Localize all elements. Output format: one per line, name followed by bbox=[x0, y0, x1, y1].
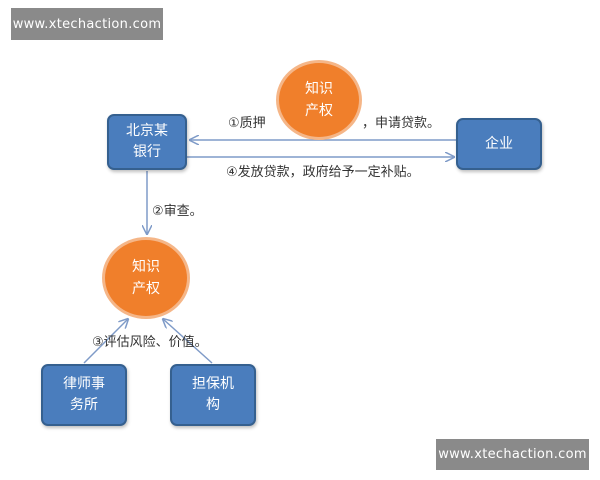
ip-circle-middle: 知识 产权 bbox=[102, 237, 190, 319]
watermark-top: www.xtechaction.com bbox=[11, 8, 163, 40]
arrow-lawyer-to-ip bbox=[83, 319, 128, 364]
issue-loan-label: ④发放贷款，政府给予一定补贴。 bbox=[226, 165, 420, 180]
guarantee-line-2: 构 bbox=[206, 397, 220, 413]
arrow-guarantee-to-ip bbox=[163, 319, 213, 364]
assess-label: ③评估风险、价值。 bbox=[92, 335, 208, 350]
bank-line-1: 北京某 bbox=[126, 123, 168, 139]
pledge-label: ①质押 bbox=[228, 116, 266, 131]
apply-loan-label: ，申请贷款。 bbox=[362, 116, 441, 131]
bank-line-2: 银行 bbox=[133, 144, 161, 160]
guarantee-line-1: 担保机 bbox=[192, 376, 234, 392]
law-firm-node: 律师事 务所 bbox=[41, 364, 127, 426]
watermark-bottom: www.xtechaction.com bbox=[436, 439, 589, 470]
guarantee-agency-node: 担保机 构 bbox=[170, 364, 256, 426]
company-node: 企业 bbox=[456, 118, 542, 170]
ip-circle-top: 知识 产权 bbox=[276, 60, 362, 140]
ip-top-line-1: 知识 bbox=[305, 81, 333, 97]
ip-middle-line-1: 知识 bbox=[132, 259, 160, 275]
ip-middle-line-2: 产权 bbox=[132, 281, 160, 297]
ip-top-line-2: 产权 bbox=[305, 103, 333, 119]
company-label: 企业 bbox=[485, 135, 513, 152]
bank-node: 北京某 银行 bbox=[107, 114, 187, 170]
review-label: ②审查。 bbox=[152, 204, 203, 219]
law-firm-line-1: 律师事 bbox=[63, 376, 105, 392]
law-firm-line-2: 务所 bbox=[70, 397, 98, 413]
